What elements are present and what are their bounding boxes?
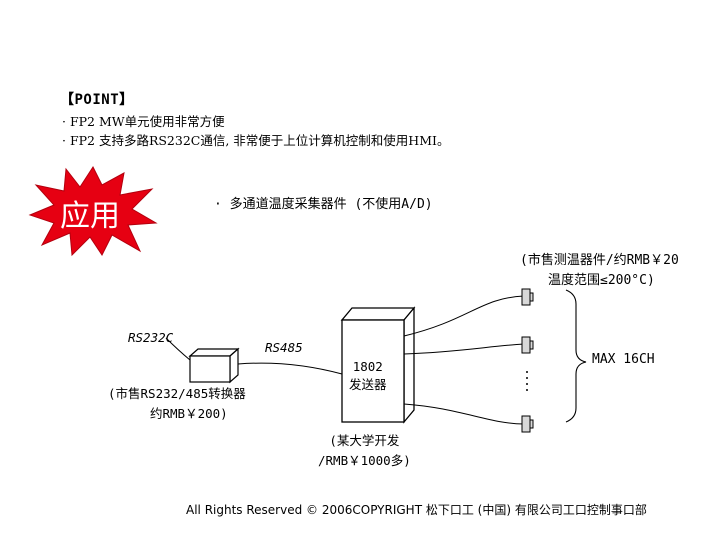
ellipsis-dots xyxy=(526,371,528,391)
sensor-icon xyxy=(521,415,534,433)
copyright-footer: All Rights Reserved © 2006COPYRIGHT 松下口工… xyxy=(186,503,647,517)
device-note-line-1: (某大学开发 xyxy=(329,433,400,448)
device-label: 1802 发送器 xyxy=(349,358,387,394)
converter-note-line-1: (市售RS232/485转换器 xyxy=(108,386,246,401)
device-note-line-2: /RMB￥1000多) xyxy=(318,453,411,468)
sensor-cable-2 xyxy=(403,343,525,355)
application-label: 应用 xyxy=(60,199,120,234)
sensor-icon xyxy=(521,288,534,306)
rs485-label: RS485 xyxy=(265,340,303,355)
sensor-note-line-2: 温度范围≤200°C) xyxy=(548,273,655,288)
sensor-cable-3 xyxy=(403,403,525,425)
converter-note: (市售RS232/485转换器 约RMB￥200) xyxy=(108,384,246,424)
sensor-note-line-1: (市售测温器件/约RMB￥20 xyxy=(520,253,679,268)
rs232-line xyxy=(165,337,191,361)
device-box xyxy=(340,306,416,424)
device-name: 发送器 xyxy=(349,377,387,392)
sensor-icon xyxy=(521,336,534,354)
channel-brace xyxy=(565,289,587,423)
point-title: 【POINT】 xyxy=(60,92,134,108)
device-model: 1802 xyxy=(352,359,383,374)
sensor-note: (市售测温器件/约RMB￥20 温度范围≤200°C) xyxy=(520,251,679,291)
rs485-line xyxy=(237,362,343,375)
feature-line: · 多通道温度采集器件 (不使用A/D) xyxy=(214,197,433,212)
converter-box xyxy=(188,347,240,384)
burst-shape xyxy=(28,165,158,257)
rs232-label: RS232C xyxy=(128,330,174,345)
converter-note-line-2: 约RMB￥200) xyxy=(150,406,228,421)
application-burst-icon xyxy=(28,165,158,257)
device-note: (某大学开发 /RMB￥1000多) xyxy=(318,431,411,471)
point-bullet-2: · FP2 支持多路RS232C通信, 非常便于上位计算机控制和使用HMI。 xyxy=(62,133,450,148)
sensor-cable-1 xyxy=(403,295,525,337)
channel-count-label: MAX 16CH xyxy=(592,352,655,367)
point-bullet-1: · FP2 MW单元使用非常方便 xyxy=(62,114,225,129)
